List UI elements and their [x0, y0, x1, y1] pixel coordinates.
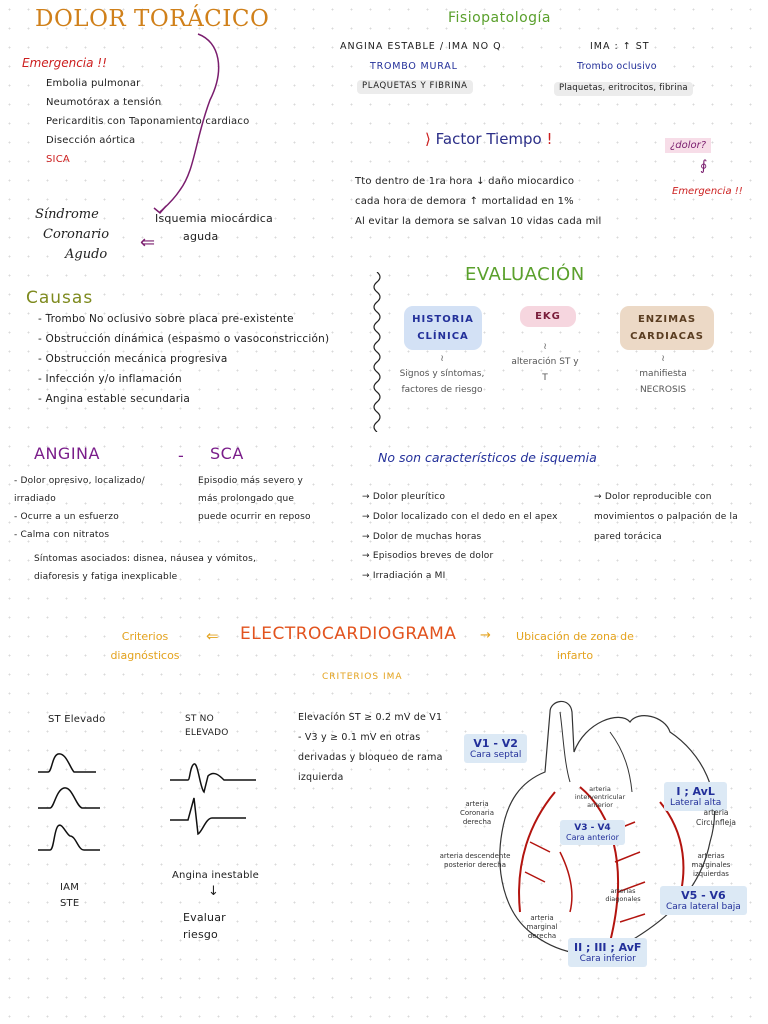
list-item: - Obstrucción mecánica progresiva: [38, 352, 228, 365]
label-inferior: II ; III ; AvF Cara inferior: [568, 938, 648, 967]
ekg-desc: ≀ alteración ST y T: [511, 342, 579, 383]
list-item: Pericarditis con Taponamiento cardiaco: [46, 116, 250, 127]
label-arterias-diagonales: arterias diagonales: [605, 887, 641, 903]
list-item: Tto dentro de 1ra hora ↓ daño miocardico: [355, 176, 575, 187]
angina-list: - Dolor opresivo, localizado/ irradiado …: [14, 472, 186, 544]
emergencias-list: Embolia pulmonar Neumotórax a tensión Pe…: [46, 74, 249, 169]
ekg-heading: ELECTROCARDIOGRAMA: [240, 624, 457, 644]
criterios-ima-title: CRITERIOS IMA: [322, 672, 403, 682]
angina-inestable-label: Angina inestable: [172, 870, 259, 881]
list-item: Neumotórax a tensión: [46, 97, 162, 108]
sca-desc: Episodio más severo y más prolongado que…: [198, 476, 311, 522]
causas-list: - Trombo No oclusivo sobre placa pre-exi…: [38, 310, 329, 410]
factor-tiempo-list: Tto dentro de 1ra hora ↓ daño miocardico…: [355, 172, 602, 232]
fisio-right-note: Plaquetas, eritrocitos, fibrina: [554, 82, 693, 96]
label-v5-v6: V5 - V6 Cara lateral baja: [660, 886, 747, 915]
iam-ste-label: IAM STE: [60, 882, 80, 909]
angina-dash: -: [178, 446, 184, 465]
label-v1-v2: V1 - V2 Cara septal: [464, 734, 528, 763]
list-item: - Calma con nitratos: [14, 530, 110, 540]
list-item: cada hora de demora ↑ mortalidad en 1%: [355, 196, 574, 207]
fisio-right-sub: Trombo oclusivo: [577, 61, 657, 72]
ecg-st-no-elevado-icon: [170, 763, 256, 836]
label-arteria-marginal-derecha: arteria marginal derecha: [526, 914, 558, 941]
ubicacion-infarto: Ubicación de zona de infarto: [516, 630, 634, 662]
no-isquemia-heading: No son característicos de isquemia: [378, 450, 597, 465]
ecg-st-elevado-icon: [38, 753, 100, 851]
sintomas-asociados: Síntomas asociados: disnea, náusea y vóm…: [34, 554, 257, 582]
factor-emergencia: Emergencia !!: [672, 186, 743, 197]
list-item: → Episodios breves de dolor: [362, 551, 494, 562]
factor-tiempo-heading: ⟩ Factor Tiempo !: [425, 130, 553, 148]
sca-title: SCA: [210, 444, 244, 463]
st-elevado-label: ST Elevado: [48, 714, 106, 725]
list-item: - Obstrucción dinámica (espasmo o vasoco…: [38, 332, 330, 345]
angina-title: ANGINA: [34, 444, 100, 463]
squiggle-divider: [373, 272, 381, 432]
fisiopatologia-heading: Fisiopatología: [448, 10, 552, 26]
evaluacion-heading: EVALUACIÓN: [465, 264, 585, 285]
squiggle-icon: ∮: [700, 158, 708, 174]
list-item: Embolia pulmonar: [46, 78, 141, 89]
list-item: → Dolor localizado con el dedo en el ape…: [362, 511, 558, 522]
historia-clinica-pill: HISTORIA CLÍNICA: [404, 306, 482, 350]
list-item: - Ocurre a un esfuerzo: [14, 512, 119, 522]
ekg-pill: EKG: [520, 306, 576, 327]
label-arteria-descendente: arteria descendente posterior derecha: [439, 852, 511, 870]
evaluar-riesgo-label: Evaluar riesgo: [183, 911, 226, 941]
fisio-right-title: IMA : ↑ ST: [590, 41, 650, 52]
enzimas-desc: ≀ manifiesta NECROSIS: [639, 354, 687, 395]
label-arteria-circunfleja: arteria Circunfleja: [696, 808, 736, 827]
curve-arrow-icon: [153, 33, 220, 215]
list-item: Al evitar la demora se salvan 10 vidas c…: [355, 216, 602, 227]
list-item: Disección aórtica: [46, 135, 136, 146]
fisio-left-sub: TROMBO MURAL: [370, 61, 458, 72]
list-item: - Angina estable secundaria: [38, 392, 191, 405]
no-isquemia-right: → Dolor reproducible con movimientos o p…: [594, 492, 738, 542]
arrow-left-icon: ⇐: [206, 627, 219, 645]
list-item: - Trombo No oclusivo sobre placa pre-exi…: [38, 313, 294, 325]
no-isquemia-list: → Dolor pleurítico → Dolor localizado co…: [362, 488, 558, 587]
label-i-avl: I ; AvL Lateral alta: [664, 782, 728, 811]
list-item: → Dolor de muchas horas: [362, 531, 482, 542]
label-arteria-cd: arteria Coronaria derecha: [459, 800, 494, 827]
st-no-elevado-label: ST NO ELEVADO: [185, 714, 229, 739]
historia-desc: ≀ Signos y síntomas, factores de riesgo: [399, 354, 485, 395]
list-item: → Dolor pleurítico: [362, 492, 446, 502]
sica-label: Síndrome Coronario Agudo: [35, 207, 110, 263]
label-v3-v4: V3 - V4 Cara anterior: [560, 820, 625, 845]
emergencias-heading: Emergencia !!: [22, 56, 107, 70]
list-item: → Irradiación a MI: [362, 571, 446, 582]
criterios-diagnosticos: Criterios diagnósticos: [110, 630, 180, 662]
causas-heading: Causas: [26, 288, 94, 308]
fisio-left-title: ANGINA ESTABLE / IMA NO Q: [340, 41, 502, 52]
arrow-right-icon: →: [480, 628, 491, 643]
label-arterias-marginales: arterias marginales izquierdas: [691, 852, 731, 879]
criterio-text: Elevación ST ≥ 0.2 mV de V1 - V3 y ≥ 0.1…: [298, 712, 443, 783]
enzimas-pill: ENZIMAS CARDIACAS: [620, 306, 714, 350]
arrow-down-icon: ↓: [208, 884, 219, 899]
list-item-sica: SICA: [46, 154, 70, 165]
dolor-question: ¿dolor?: [665, 138, 712, 153]
fisio-left-note: PLAQUETAS Y FIBRINA: [357, 80, 473, 94]
isquemia-text: Isquemia miocárdica aguda: [155, 212, 273, 243]
list-item: - Infección y/o inflamación: [38, 372, 182, 385]
list-item: - Dolor opresivo, localizado/ irradiado: [14, 476, 145, 504]
label-arteria-ida: arteria interventricular anterior: [574, 785, 626, 809]
page-title: DOLOR TORÁCICO: [35, 6, 270, 32]
arrow-left-icon: ⇐: [140, 232, 156, 253]
